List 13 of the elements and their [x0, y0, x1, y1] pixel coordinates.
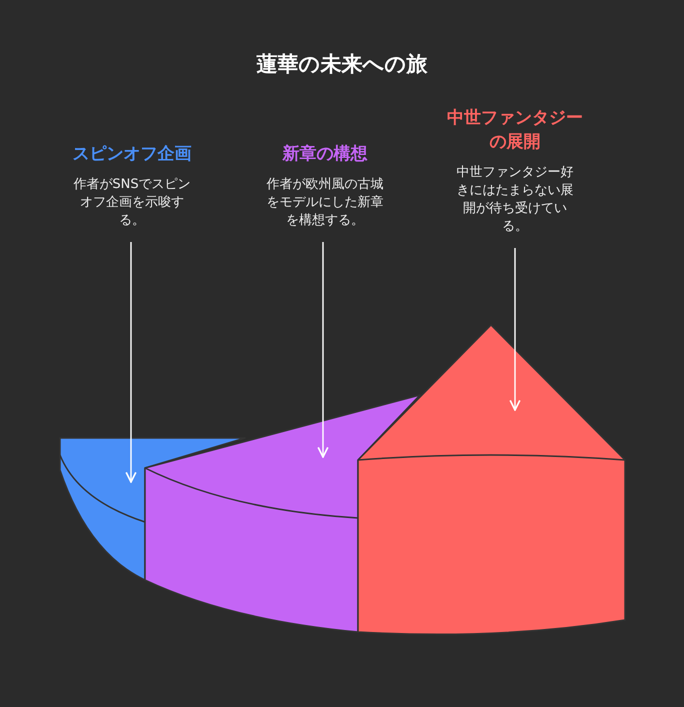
heading: 新章の構想: [282, 143, 368, 166]
arrow: [125, 242, 137, 483]
description: 作者が欧州風の古城をモデルにした新章を構想する。: [266, 176, 384, 230]
heading: スピンオフ企画: [72, 143, 192, 166]
pie-segment: [144, 394, 421, 633]
pie-segment: [59, 437, 246, 581]
title: 蓮華の未来への旅: [256, 51, 428, 78]
arrow: [509, 248, 521, 411]
heading: 中世ファンタジーの展開: [446, 107, 584, 154]
pie-segment: [357, 324, 626, 635]
arrow: [317, 242, 329, 458]
description: 作者がSNSでスピンオフ企画を示唆する。: [72, 176, 192, 230]
description: 中世ファンタジー好きにはたまらない展開が待ち受けている。: [456, 164, 574, 236]
